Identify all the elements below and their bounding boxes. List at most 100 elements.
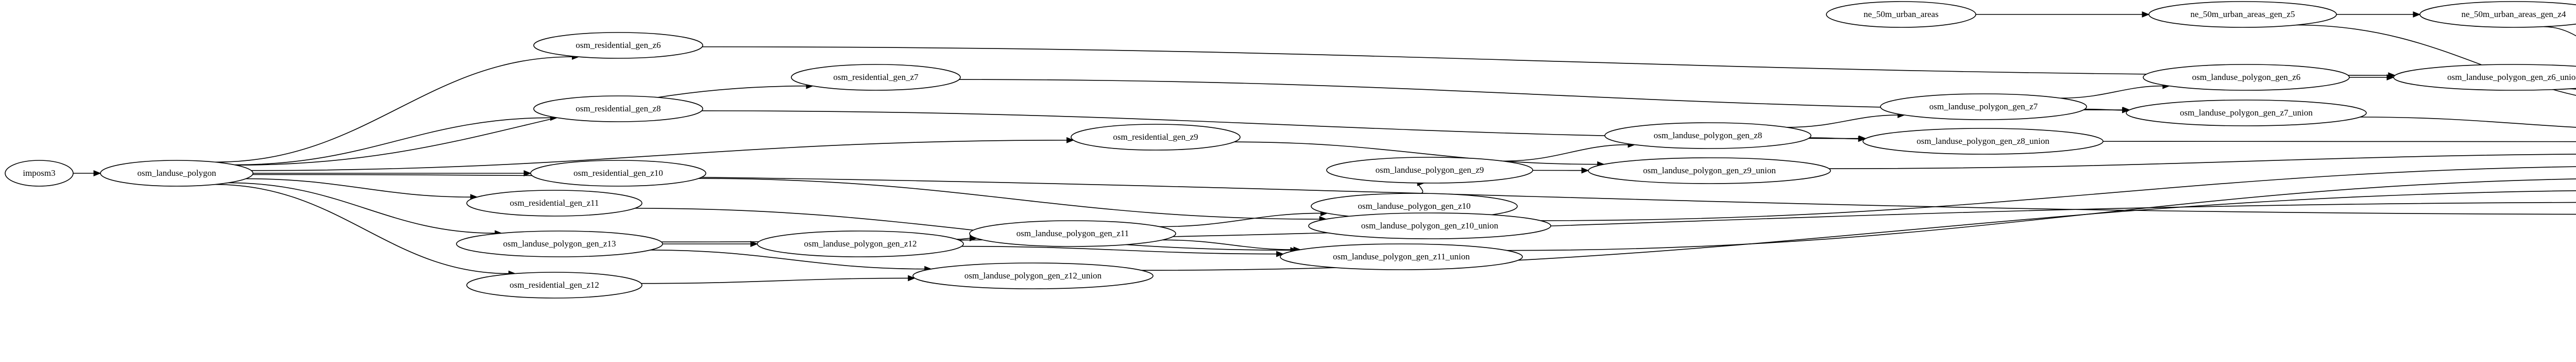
nodes-layer: imposm3 osm_landuse_polygon osm_residentia… (5, 1, 2576, 299)
graph-node[interactable]: osm_residential_gen_z8 (533, 95, 703, 122)
node-ellipse[interactable] (1588, 157, 1831, 184)
node-ellipse[interactable] (1280, 243, 1523, 270)
edge-line (661, 202, 2576, 242)
graph-node[interactable]: osm_landuse_polygon_gen_z10 (1311, 193, 1518, 220)
edge (663, 241, 758, 247)
node-label: osm_landuse_polygon_gen_z13 (503, 239, 616, 249)
edge (698, 178, 1327, 222)
node-ellipse[interactable] (1826, 1, 1976, 28)
edge (2336, 11, 2421, 18)
edge-arrowhead (1859, 135, 1867, 142)
edge (961, 245, 1284, 257)
graph-node[interactable]: osm_landuse_polygon (100, 160, 253, 187)
graph-node[interactable]: osm_landuse_polygon_gen_z9_union (1588, 157, 1831, 184)
edge (2360, 117, 2576, 128)
node-ellipse[interactable] (912, 262, 1154, 289)
edge-line (1502, 144, 1629, 162)
graph-node[interactable]: osm_landuse_polygon_gen_z12 (757, 231, 964, 257)
graph-node[interactable]: ne_50m_urban_areas_gen_z5 (2148, 1, 2337, 28)
graph-node[interactable]: osm_landuse_polygon_gen_z7_union (2126, 100, 2367, 126)
graph-node[interactable]: osm_landuse_polygon_gen_z8 (1604, 122, 1811, 149)
edge-line (2060, 85, 2163, 99)
edge-arrowhead (2388, 72, 2396, 79)
node-ellipse[interactable] (1880, 93, 2087, 120)
graph-node[interactable]: osm_landuse_polygon_gen_z9 (1326, 157, 1533, 184)
node-ellipse[interactable] (1308, 212, 1551, 239)
graph-node[interactable]: osm_landuse_polygon_gen_z8_union (1862, 128, 2104, 155)
edge (235, 83, 814, 166)
node-ellipse[interactable] (1862, 128, 2104, 155)
node-ellipse[interactable] (533, 32, 703, 59)
node-ellipse[interactable] (1326, 157, 1533, 184)
node-label: osm_landuse_polygon_gen_z11_union (1333, 252, 1470, 261)
edge (234, 114, 558, 166)
edge (2060, 83, 2171, 99)
node-ellipse[interactable] (1604, 122, 1811, 149)
graph-node[interactable]: osm_landuse_polygon_gen_z12_union (912, 262, 1154, 289)
node-ellipse[interactable] (533, 95, 703, 122)
node-ellipse[interactable] (969, 220, 1176, 247)
node-ellipse[interactable] (5, 160, 74, 187)
edge (214, 184, 516, 277)
edge-arrowhead (1581, 167, 1589, 174)
node-ellipse[interactable] (2143, 64, 2350, 91)
node-ellipse[interactable] (2419, 1, 2576, 28)
node-label: imposm3 (23, 168, 55, 178)
node-ellipse[interactable] (757, 231, 964, 257)
edge-line (1506, 178, 2576, 251)
edge (1829, 154, 2576, 169)
edge-arrowhead (750, 241, 758, 247)
node-label: osm_residential_gen_z6 (575, 40, 660, 50)
node-label: osm_landuse_polygon_gen_z11 (1016, 228, 1129, 238)
node-label: osm_landuse_polygon_gen_z9_union (1643, 166, 1776, 175)
node-label: osm_residential_gen_z11 (510, 198, 599, 208)
graph-node[interactable]: ne_50m_urban_areas_gen_z4 (2419, 1, 2576, 28)
edge-line (635, 208, 1291, 251)
graph-node[interactable]: osm_landuse_polygon_gen_z10_union (1308, 212, 1551, 239)
graph-node[interactable]: osm_residential_gen_z7 (791, 64, 961, 91)
node-ellipse[interactable] (466, 190, 642, 217)
node-ellipse[interactable] (530, 160, 706, 187)
node-label: osm_landuse_polygon_gen_z9 (1376, 165, 1484, 175)
edge (641, 275, 916, 284)
edge (2103, 141, 2576, 142)
graph-node[interactable]: osm_landuse_polygon_gen_z6 (2143, 64, 2350, 91)
node-ellipse[interactable] (791, 64, 961, 91)
graph-node[interactable]: osm_residential_gen_z12 (466, 272, 642, 299)
graph-node[interactable]: osm_landuse_polygon_gen_z7 (1880, 93, 2087, 120)
graph-node[interactable]: osm_landuse_polygon_gen_z11_union (1280, 243, 1523, 270)
edge-arrowhead (93, 170, 101, 176)
node-ellipse[interactable] (466, 272, 642, 299)
node-ellipse[interactable] (1071, 124, 1241, 151)
edge-arrowhead (1066, 137, 1074, 143)
graph-node[interactable]: osm_residential_gen_z11 (466, 190, 642, 217)
node-ellipse[interactable] (100, 160, 253, 187)
edge-line (214, 184, 509, 274)
graph-node[interactable]: osm_landuse_polygon_gen_z13 (456, 231, 663, 257)
edge-arrowhead (1276, 251, 1284, 257)
graph-node[interactable]: imposm3 (5, 160, 74, 187)
node-ellipse[interactable] (2148, 1, 2337, 28)
node-ellipse[interactable] (456, 231, 663, 257)
graph-node[interactable]: osm_landuse_polygon_gen_z6_union (2393, 64, 2576, 91)
edge (251, 137, 1074, 171)
edges-layer (73, 11, 2576, 284)
node-label: osm_residential_gen_z10 (573, 168, 663, 178)
graph-node[interactable]: ne_50m_urban_areas (1826, 1, 1976, 28)
node-label: osm_landuse_polygon_gen_z8_union (1917, 136, 2049, 146)
graph-node[interactable]: osm_residential_gen_z10 (530, 160, 706, 187)
edge (1787, 112, 1906, 128)
graph-node[interactable]: osm_residential_gen_z9 (1071, 124, 1241, 151)
edge (661, 202, 2576, 242)
edge-arrowhead (908, 275, 916, 282)
graph-node[interactable]: osm_landuse_polygon_gen_z11 (969, 220, 1176, 247)
edge-arrowhead (2413, 11, 2421, 18)
node-label: osm_landuse_polygon_gen_z6 (2192, 72, 2301, 82)
edge (2543, 26, 2576, 37)
edge (1976, 11, 2150, 18)
edge (1159, 210, 1328, 227)
node-ellipse[interactable] (2126, 100, 2367, 126)
node-ellipse[interactable] (2393, 64, 2576, 91)
graph-node[interactable]: osm_residential_gen_z6 (533, 32, 703, 59)
